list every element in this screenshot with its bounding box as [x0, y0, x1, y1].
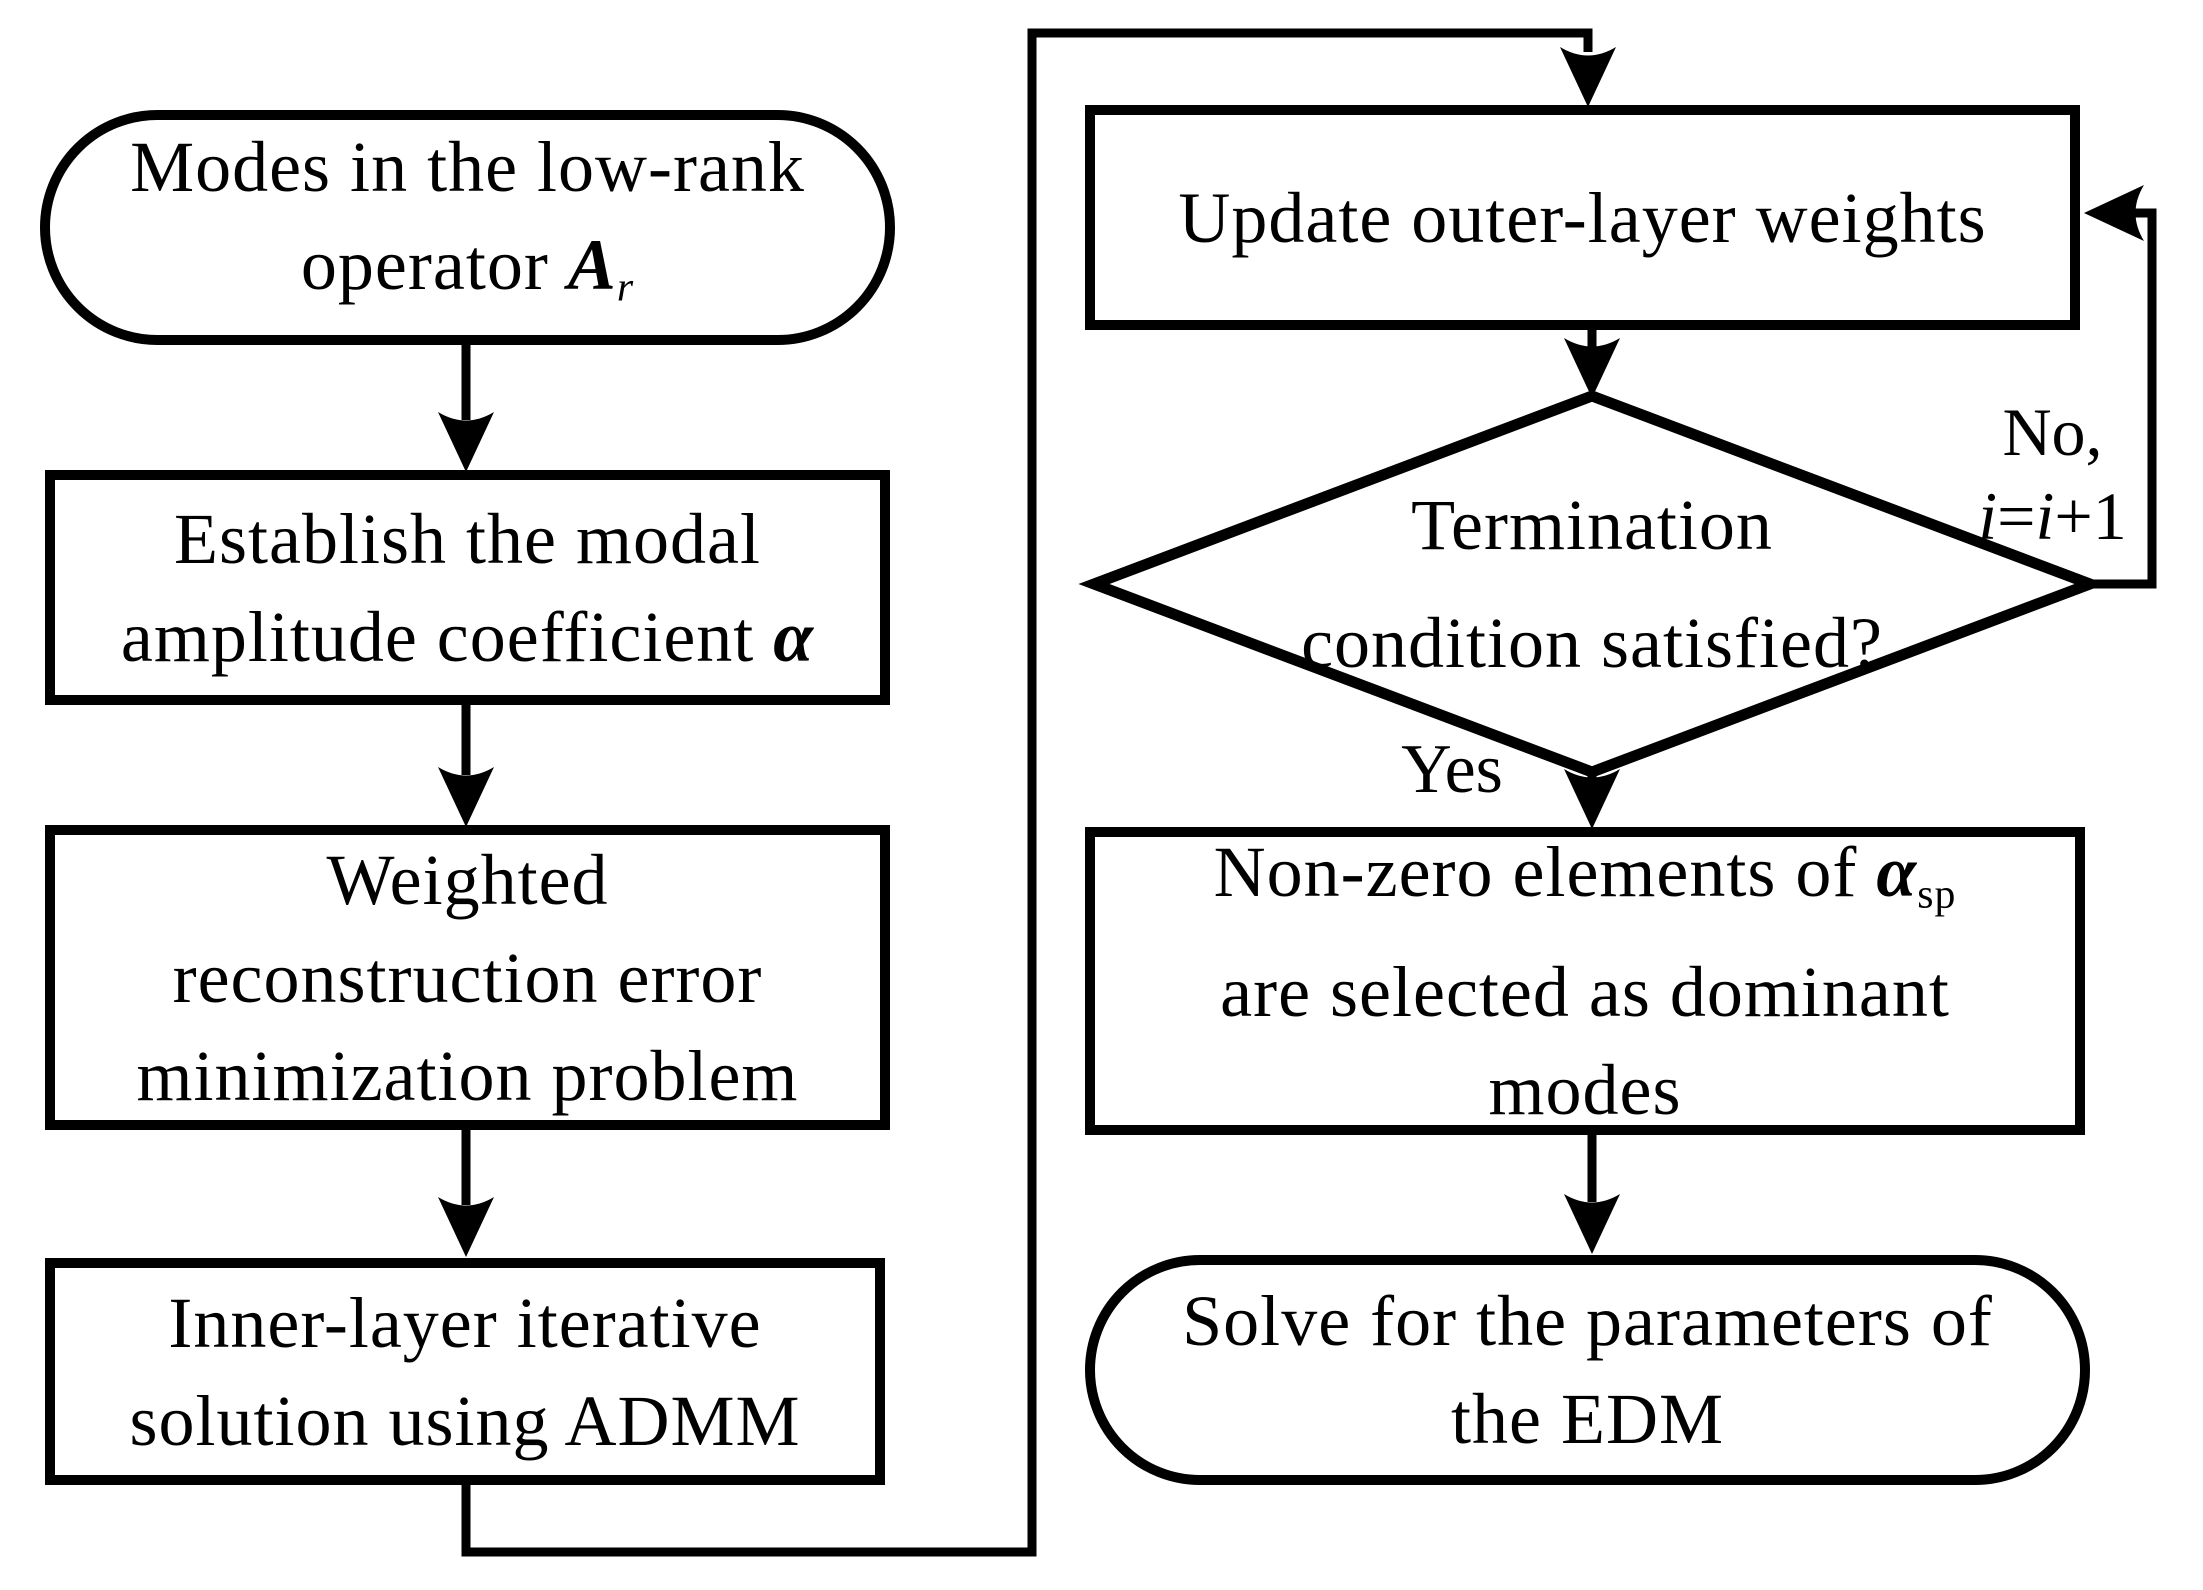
modes-line2: operator Ar [300, 225, 635, 311]
arrowhead-down-icon [1564, 338, 1620, 398]
operator-subscript: r [616, 264, 635, 311]
node-update-weights-shape [1085, 105, 2080, 330]
coefficient-symbol: α [1876, 831, 1918, 912]
coefficient-symbol: α [773, 596, 815, 677]
weighted-line2: reconstruction error [172, 937, 763, 1018]
modes-line1: Modes in the low-rank [130, 127, 805, 208]
node-solve-edm-shape [1085, 1255, 2090, 1485]
weighted-line3: minimization problem [136, 1035, 799, 1116]
node-modes-source-text: Modes in the low-rank operator Ar [40, 110, 895, 345]
decision-line1: Termination [1411, 485, 1773, 565]
inner-line2: solution using ADMM [129, 1380, 801, 1461]
connector-inner-to-update [461, 28, 1593, 1557]
weighted-line1: Weighted [326, 839, 609, 920]
arrowhead-down-icon [1564, 1194, 1620, 1254]
node-nonzero-elements-text: Non-zero elements of αsp are selected as… [1085, 827, 2085, 1135]
inner-line1: Inner-layer iterative [168, 1282, 762, 1363]
decision-line2: condition satisfied? [1301, 603, 1883, 683]
node-weighted-text: Weighted reconstruction error minimizati… [45, 825, 890, 1130]
update-label: Update outer-layer weights [1178, 177, 1987, 258]
node-inner-layer-shape [45, 1258, 885, 1485]
arrowhead-left-icon [2084, 185, 2144, 241]
node-update-weights-text: Update outer-layer weights [1085, 105, 2080, 330]
edge-label-yes: Yes [1372, 728, 1532, 812]
no-label-line1: No, [2002, 394, 2103, 470]
arrowhead-down-icon [1564, 769, 1620, 829]
solve-line2: the EDM [1451, 1379, 1724, 1459]
establish-line1: Establish the modal [174, 498, 761, 579]
edge-label-no: No, i=i+1 [1945, 390, 2160, 558]
nonzero-line1: Non-zero elements of αsp [1213, 831, 1957, 918]
node-establish-text: Establish the modal amplitude coefficien… [45, 470, 890, 705]
arrowhead-down-icon [438, 1197, 494, 1257]
connector-no-loop [2084, 208, 2157, 589]
no-label-line2: i=i+1 [1978, 478, 2127, 554]
node-nonzero-elements-shape [1085, 827, 2085, 1135]
operator-symbol: A [567, 225, 617, 306]
node-solve-edm-text: Solve for the parameters of the EDM [1085, 1255, 2090, 1485]
yes-label: Yes [1401, 731, 1503, 808]
node-inner-layer-text: Inner-layer iterative solution using ADM… [45, 1258, 885, 1485]
nonzero-line2: are selected as dominant [1220, 952, 1950, 1033]
solve-line1: Solve for the parameters of [1182, 1281, 1993, 1361]
node-establish-shape [45, 470, 890, 705]
arrowhead-down-icon [438, 412, 494, 472]
nonzero-line3: modes [1488, 1050, 1682, 1131]
arrowhead-down-icon [1560, 47, 1616, 107]
establish-line2: amplitude coefficient α [120, 596, 815, 677]
node-termination-decision-text: Termination condition satisfied? [1094, 396, 2090, 772]
coefficient-subscript: sp [1917, 871, 1957, 918]
arrowhead-down-icon [438, 767, 494, 827]
